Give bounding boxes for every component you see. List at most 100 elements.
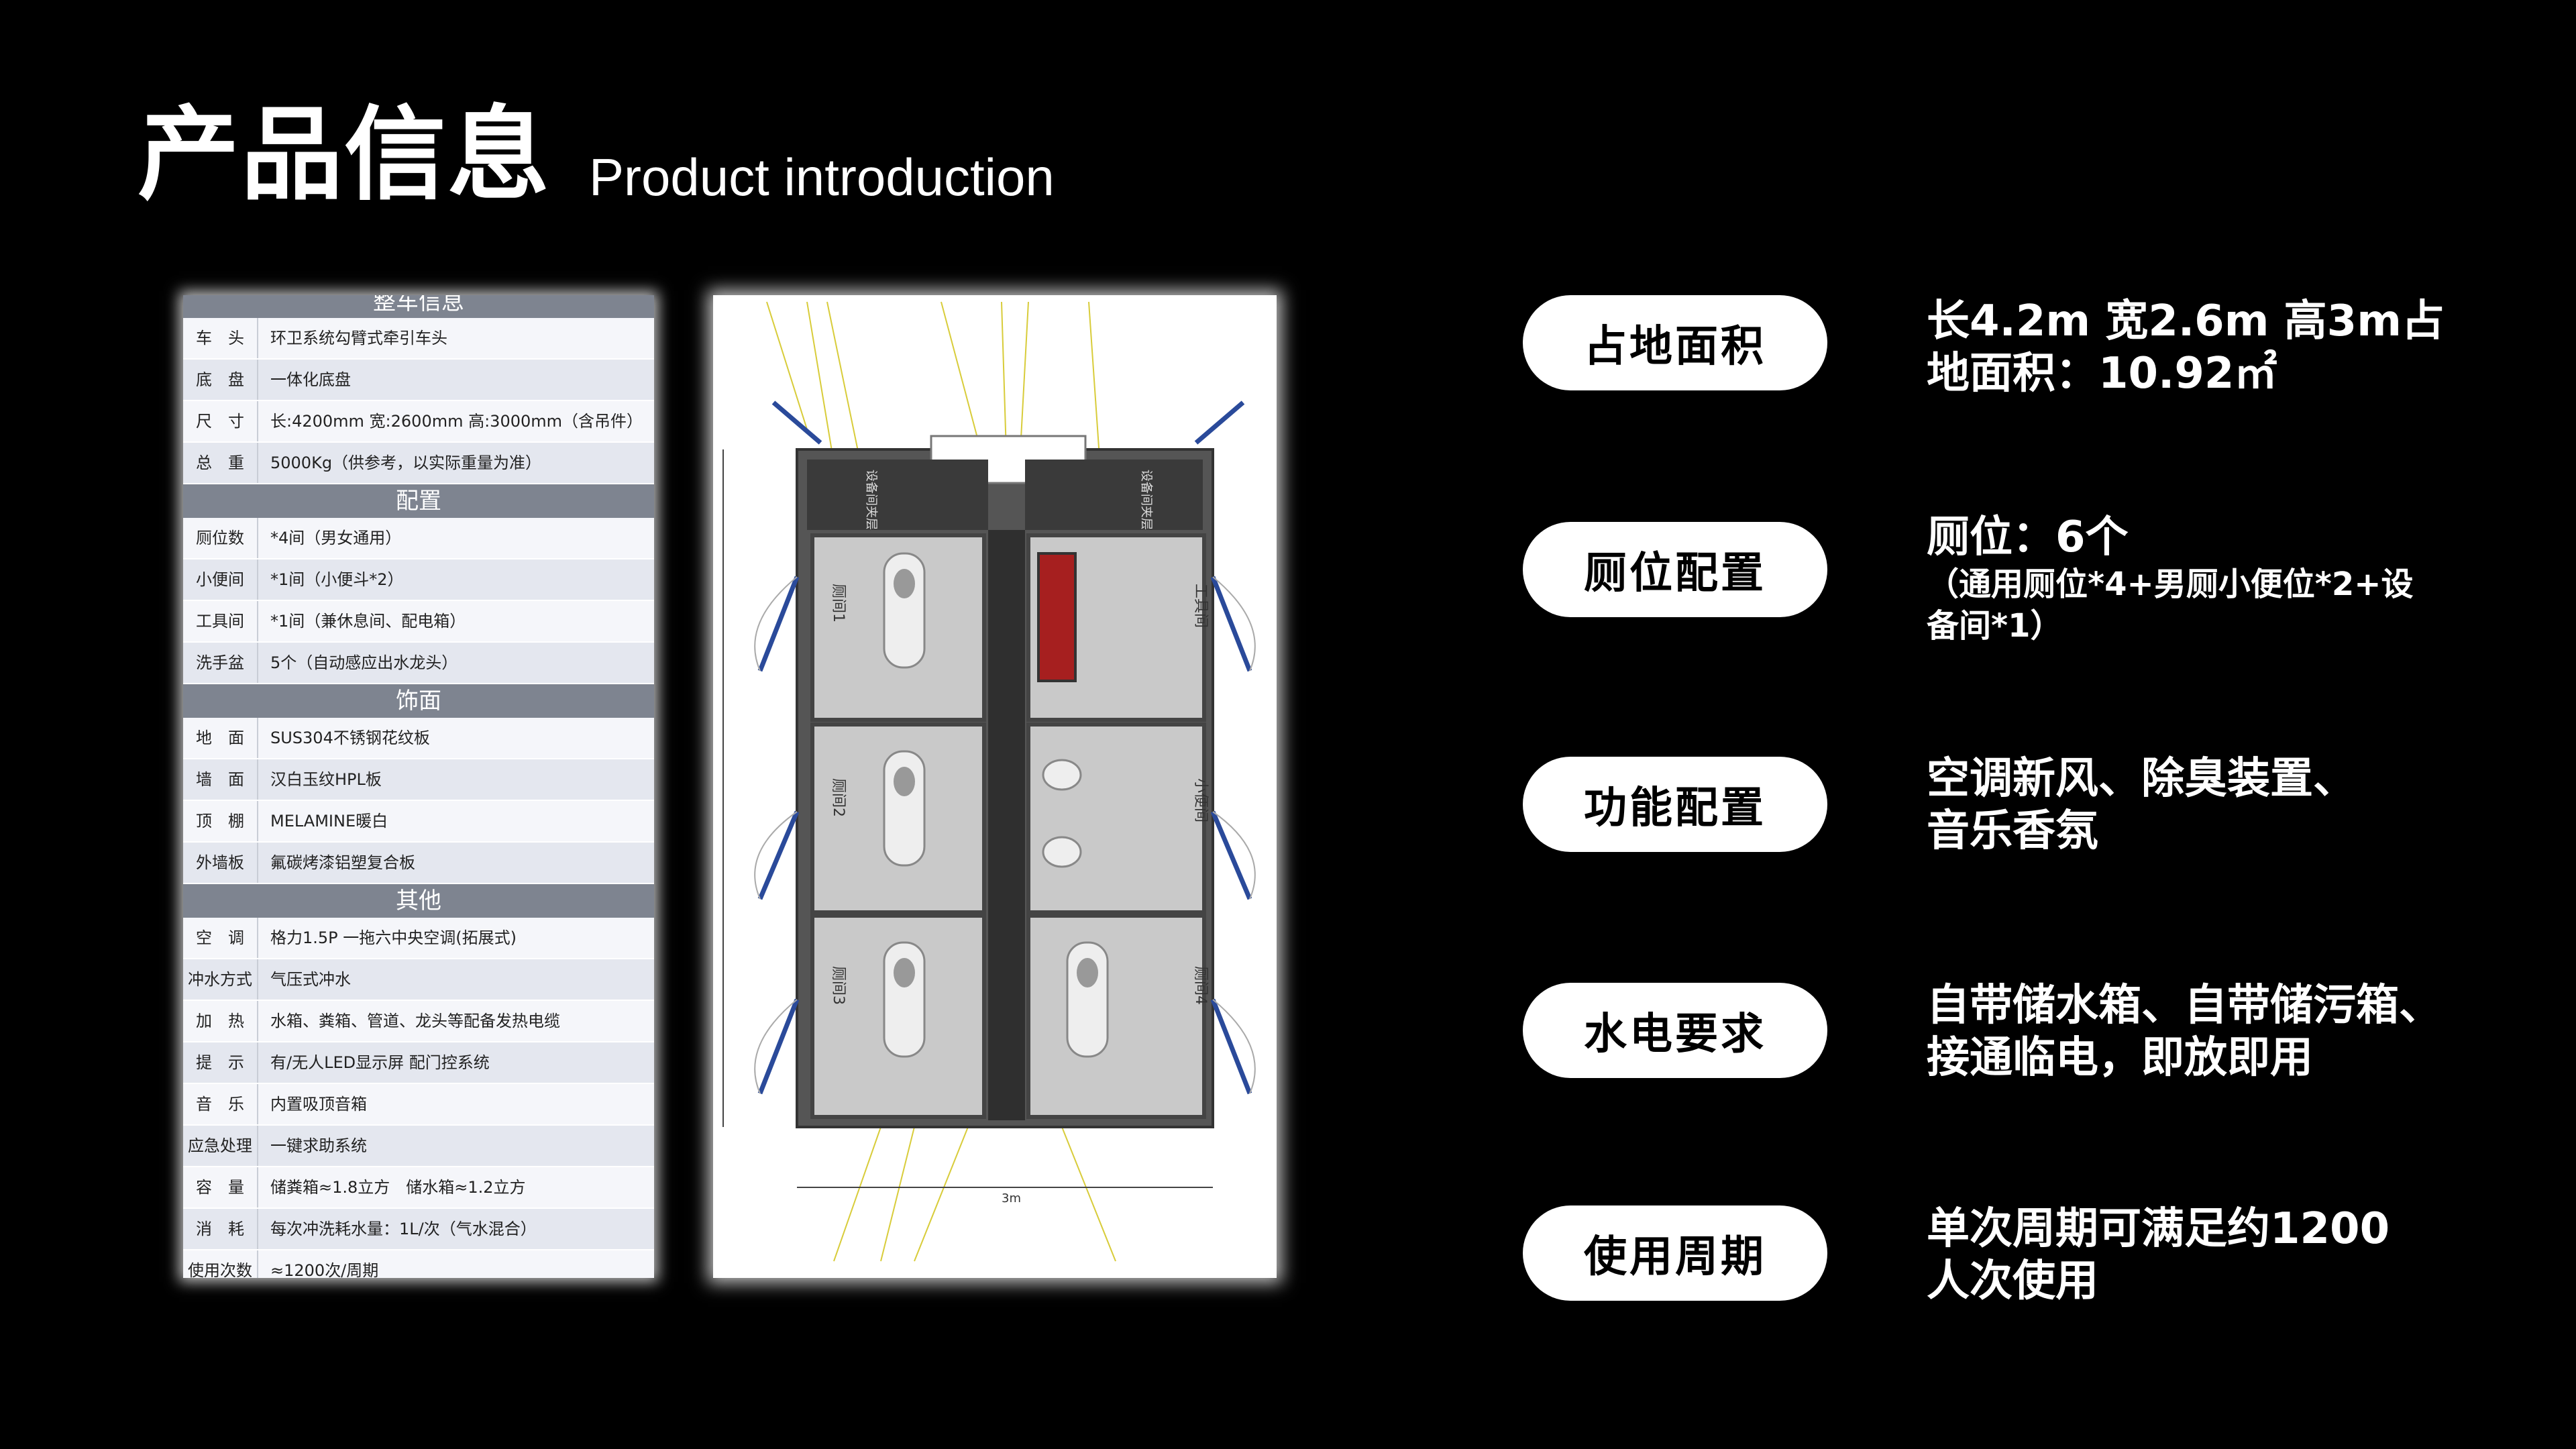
- floor-plan-image: 厕间1 厕间2 厕间3 厕间4 工具间 小便间 设备间夹层 设备间夹层 3m: [713, 295, 1277, 1278]
- info-line: 长4.2m 宽2.6m 高3m占: [1927, 297, 2445, 346]
- page-subtitle: Product introduction: [589, 148, 1055, 207]
- spec-label: 车 头: [183, 318, 258, 358]
- spec-row: 车 头环卫系统勾臂式牵引车头: [183, 318, 654, 360]
- spec-label: 冲水方式: [183, 959, 258, 1000]
- spec-label: 音 乐: [183, 1084, 258, 1124]
- info-utilities: 自带储水箱、自带储污箱、 接通临电，即放即用: [1927, 979, 2504, 1084]
- info-line: 空调新风、除臭装置、: [1927, 754, 2356, 804]
- spec-label: 工具间: [183, 601, 258, 641]
- spec-label: 地 面: [183, 718, 258, 758]
- spec-value: ≈1200次/周期: [270, 1261, 379, 1278]
- spec-group-1: 车 头环卫系统勾臂式牵引车头 底 盘一体化底盘 尺 寸长:4200mm 宽:26…: [183, 318, 654, 484]
- spec-value: *4间（男女通用）: [270, 529, 402, 547]
- spec-label: 厕位数: [183, 518, 258, 558]
- spec-value: 长:4200mm 宽:2600mm 高:3000mm（含吊件）: [270, 412, 643, 431]
- label-pill-utilities: 水电要求: [1523, 983, 1827, 1078]
- spec-section-heading: 其他: [183, 884, 654, 918]
- spec-label: 顶 棚: [183, 801, 258, 841]
- spec-row: 提 示有/无人LED显示屏 配门控系统: [183, 1042, 654, 1084]
- info-line: 接通临电，即放即用: [1927, 1033, 2313, 1083]
- spec-label: 容 量: [183, 1167, 258, 1208]
- room-label: 厕间4: [1192, 966, 1209, 1005]
- spec-value: *1间（小便斗*2）: [270, 570, 404, 589]
- label-pill-area: 占地面积: [1523, 295, 1827, 390]
- spec-row: 使用次数 ≈1200次/周期: [183, 1250, 654, 1278]
- info-line: 自带储水箱、自带储污箱、: [1927, 981, 2442, 1030]
- spec-row: 加 热水箱、粪箱、管道、龙头等配备发热电缆: [183, 1001, 654, 1042]
- spec-row: 厕位数 *4间（男女通用）: [183, 518, 654, 559]
- spec-value: SUS304不锈钢花纹板: [270, 729, 430, 747]
- room-label: 设备间夹层: [864, 470, 878, 530]
- spec-group-3: 地 面 SUS304不锈钢花纹板 墙 面汉白玉纹HPL板 顶 棚 MELAMINE暖…: [183, 718, 654, 884]
- spec-section-heading: 饰面: [183, 684, 654, 718]
- info-area: 长4.2m 宽2.6m 高3m占 地面积：10.92㎡: [1927, 295, 2504, 400]
- spec-value: 气压式冲水: [270, 970, 351, 989]
- spec-value: 水箱、粪箱、管道、龙头等配备发热电缆: [270, 1012, 560, 1030]
- room-label: 设备间夹层: [1139, 470, 1153, 530]
- spec-row: 洗手盆 5个（自动感应出水龙头）: [183, 643, 654, 684]
- spec-row: 冲水方式气压式冲水: [183, 959, 654, 1001]
- info-line: 厕位：6个: [1927, 513, 2129, 562]
- spec-value: 一体化底盘: [270, 370, 351, 389]
- spec-label: 应急处理: [183, 1126, 258, 1166]
- spec-value: 5000Kg（供参考，以实际重量为准）: [270, 453, 542, 472]
- spec-row: 尺 寸长:4200mm 宽:2600mm 高:3000mm（含吊件）: [183, 401, 654, 443]
- spec-row: 总 重 5000Kg（供参考，以实际重量为准）: [183, 443, 654, 484]
- spec-label: 外墙板: [183, 843, 258, 883]
- spec-value: 格力1.5P 一拖六中央空调(拓展式): [270, 928, 517, 947]
- room-label: 厕间3: [830, 966, 847, 1005]
- spec-label: 洗手盆: [183, 643, 258, 683]
- info-line: 单次周期可满足约1200: [1927, 1204, 2390, 1254]
- spec-value: 有/无人LED显示屏 配门控系统: [270, 1053, 490, 1072]
- label-pill-cycle: 使用周期: [1523, 1205, 1827, 1301]
- spec-section-heading: 整车信息: [183, 295, 654, 318]
- spec-row: 空 调格力1.5P 一拖六中央空调(拓展式): [183, 918, 654, 959]
- spec-group-2: 厕位数 *4间（男女通用） 小便间 *1间（小便斗*2） 工具间 *1间（兼休息间、配…: [183, 518, 654, 684]
- spec-value: 环卫系统勾臂式牵引车头: [270, 329, 447, 347]
- spec-label: 加 热: [183, 1001, 258, 1041]
- spec-row: 工具间 *1间（兼休息间、配电箱）: [183, 601, 654, 643]
- info-functions: 空调新风、除臭装置、 音乐香氛: [1927, 753, 2504, 857]
- info-toilets: 厕位：6个 （通用厕位*4+男厕小便位*2+设 备间*1）: [1927, 511, 2504, 647]
- info-line-small: （通用厕位*4+男厕小便位*2+设: [1927, 566, 2414, 603]
- spec-value: 氟碳烤漆铝塑复合板: [270, 853, 415, 872]
- spec-label: 消 耗: [183, 1209, 258, 1249]
- spec-value: *1间（兼休息间、配电箱）: [270, 612, 466, 631]
- spec-row: 外墙板氟碳烤漆铝塑复合板: [183, 843, 654, 884]
- spec-group-4: 空 调格力1.5P 一拖六中央空调(拓展式) 冲水方式气压式冲水 加 热水箱、粪…: [183, 918, 654, 1278]
- spec-label: 提 示: [183, 1042, 258, 1083]
- label-pill-functions: 功能配置: [1523, 757, 1827, 852]
- label-pill-toilets: 厕位配置: [1523, 522, 1827, 617]
- spec-row: 地 面 SUS304不锈钢花纹板: [183, 718, 654, 759]
- info-line-small: 备间*1）: [1927, 607, 2063, 645]
- spec-row: 应急处理一键求助系统: [183, 1126, 654, 1167]
- spec-row: 音 乐内置吸顶音箱: [183, 1084, 654, 1126]
- spec-label: 空 调: [183, 918, 258, 958]
- spec-label: 底 盘: [183, 360, 258, 400]
- spec-table: 整车信息 车 头环卫系统勾臂式牵引车头 底 盘一体化底盘 尺 寸长:4200mm…: [183, 295, 654, 1278]
- spec-value: 一键求助系统: [270, 1136, 367, 1155]
- info-line: 地面积：10.92㎡: [1927, 349, 2277, 398]
- room-label: 厕间2: [830, 778, 847, 817]
- page-title: 产品信息: [138, 95, 551, 214]
- spec-row: 小便间 *1间（小便斗*2）: [183, 559, 654, 601]
- dimension-label: 3m: [1002, 1191, 1021, 1205]
- info-cycle: 单次周期可满足约1200 人次使用: [1927, 1203, 2504, 1307]
- room-label: 小便间: [1192, 778, 1209, 822]
- spec-row: 容 量储粪箱≈1.8立方 储水箱≈1.2立方: [183, 1167, 654, 1209]
- spec-label: 墙 面: [183, 759, 258, 800]
- spec-value: 5个（自动感应出水龙头）: [270, 653, 458, 672]
- spec-value: 储粪箱≈1.8立方 储水箱≈1.2立方: [270, 1178, 526, 1197]
- spec-label: 小便间: [183, 559, 258, 600]
- spec-label: 使用次数: [183, 1250, 258, 1278]
- info-line: 人次使用: [1927, 1256, 2098, 1306]
- room-label: 工具间: [1192, 584, 1209, 628]
- spec-label: 尺 寸: [183, 401, 258, 441]
- spec-section-heading: 配置: [183, 484, 654, 518]
- spec-label: 总 重: [183, 443, 258, 483]
- room-label: 厕间1: [830, 584, 847, 623]
- spec-value: 汉白玉纹HPL板: [270, 770, 382, 789]
- spec-row: 顶 棚 MELAMINE暖白: [183, 801, 654, 843]
- spec-value: MELAMINE暖白: [270, 812, 388, 830]
- info-line: 音乐香氛: [1927, 806, 2098, 856]
